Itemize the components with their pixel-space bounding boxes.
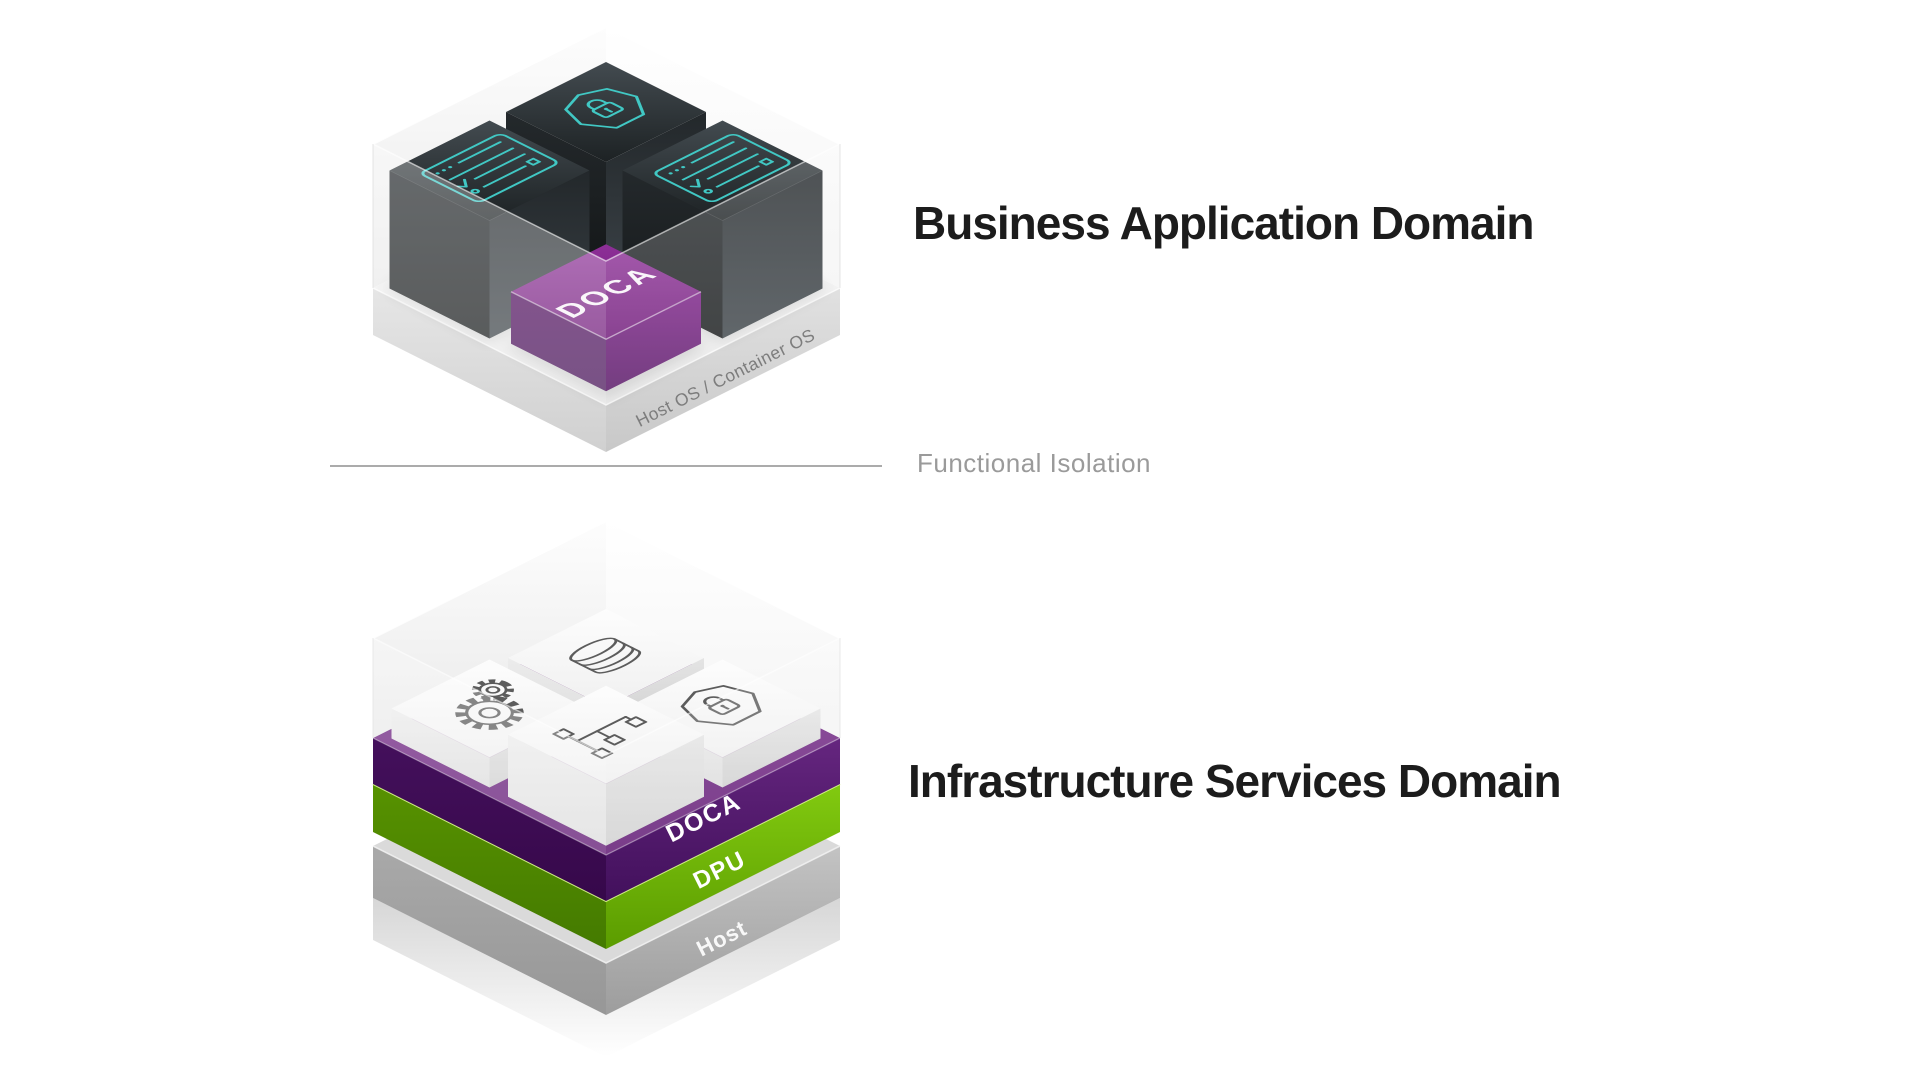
- functional-isolation-label: Functional Isolation: [917, 448, 1152, 478]
- service-tile-front: [508, 685, 704, 846]
- infrastructure-domain-title: Infrastructure Services Domain: [908, 755, 1562, 807]
- business-domain-title: Business Application Domain: [913, 197, 1535, 249]
- glass-cube-front-walls: [372, 519, 841, 855]
- business-domain-illustration: Host OS / Container OS: [372, 25, 841, 452]
- glass-cube-front-walls: [372, 25, 841, 405]
- glass-cube-back-walls: [373, 521, 840, 738]
- functional-isolation-divider: [330, 465, 882, 467]
- doca-block: DOCA: [510, 244, 702, 392]
- infrastructure-domain-illustration: Host DPU DOCA: [372, 519, 841, 1057]
